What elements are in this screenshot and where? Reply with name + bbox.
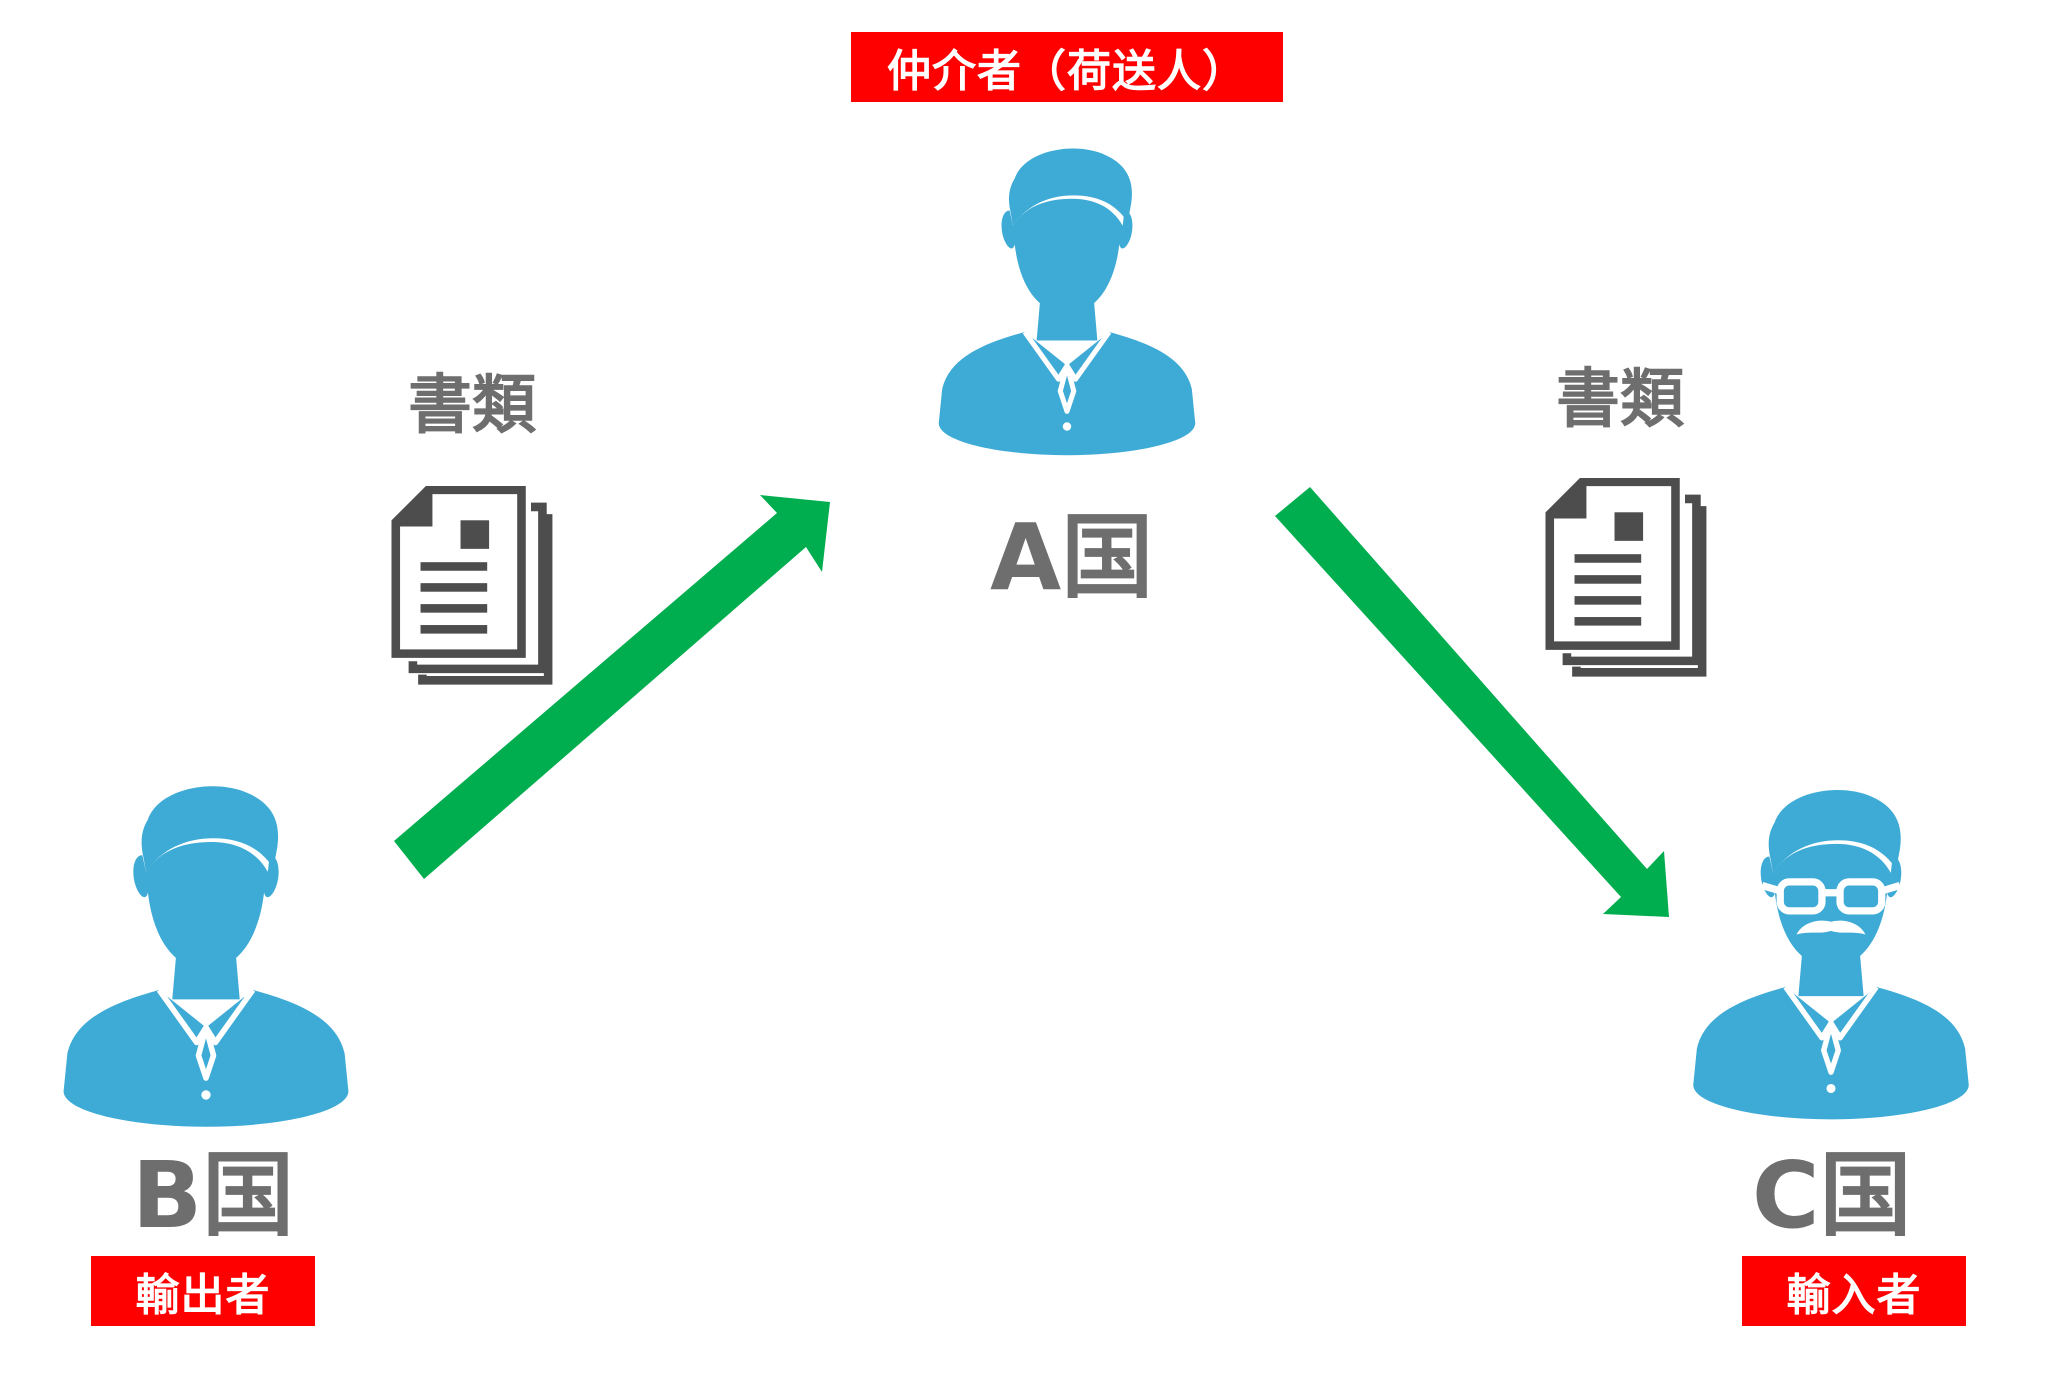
person-icon: [939, 149, 1196, 456]
arrow-icon: [1275, 487, 1669, 917]
exporter-role-label: 輸出者: [135, 1270, 271, 1321]
document-stack-icon: [396, 490, 548, 680]
person-icon: [64, 786, 349, 1126]
document-label-right: 書類: [1556, 363, 1684, 437]
exporter-country-label: B国: [132, 1142, 295, 1249]
person-glasses-mustache-icon: [1693, 790, 1969, 1119]
arrow-icon: [394, 495, 830, 879]
exporter-role-tag: 輸出者: [91, 1256, 315, 1326]
document-label-left: 書類: [408, 369, 536, 443]
intermediary-country-label: A国: [990, 504, 1154, 611]
intermediary-role-tag: 仲介者（荷送人）: [851, 32, 1283, 102]
intermediary-role-label: 仲介者（荷送人）: [887, 46, 1247, 97]
document-stack-icon: [1550, 482, 1702, 672]
importer-role-label: 輸入者: [1786, 1270, 1922, 1321]
importer-country-label: C国: [1752, 1142, 1912, 1249]
importer-role-tag: 輸入者: [1742, 1256, 1966, 1326]
